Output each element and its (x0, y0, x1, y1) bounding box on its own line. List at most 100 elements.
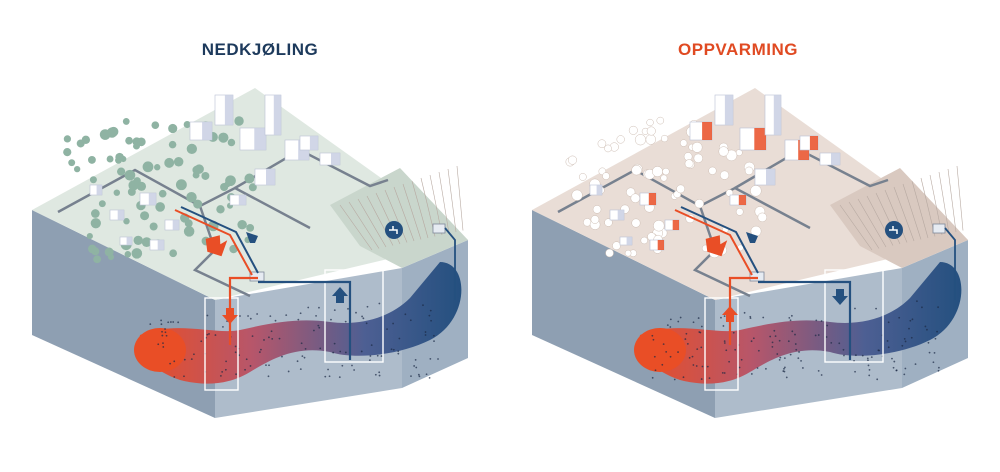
building-shade (238, 195, 246, 205)
well-arrow-hot (222, 308, 238, 324)
sediment-dot (673, 378, 676, 381)
sediment-dot (353, 369, 356, 371)
sediment-dot (820, 374, 823, 376)
sediment-dot (843, 354, 845, 357)
sediment-dot (782, 370, 785, 372)
sediment-dot (398, 337, 401, 340)
tree (646, 126, 656, 136)
tree (125, 136, 133, 145)
building-shade (724, 95, 733, 125)
building-shade (273, 95, 281, 135)
sediment-dot (263, 339, 265, 341)
sediment-dot (691, 355, 694, 358)
sediment-dot (887, 321, 890, 324)
sediment-dot (779, 356, 782, 359)
tree (604, 144, 612, 153)
hot-storage-zone (634, 328, 686, 372)
building-shade (648, 193, 656, 205)
sediment-dot (682, 376, 685, 379)
sediment-dot (750, 373, 753, 375)
sediment-dot (750, 340, 753, 343)
sediment-dot (344, 351, 347, 354)
hot-storage-zone (134, 328, 186, 372)
sediment-dot (738, 366, 741, 369)
sediment-dot (285, 314, 288, 316)
tree (123, 218, 130, 225)
tree (115, 152, 124, 162)
sediment-dot (662, 343, 665, 346)
sediment-dot (157, 343, 160, 346)
tree (645, 134, 656, 145)
sediment-dot (390, 348, 393, 351)
tree (628, 125, 638, 135)
surface-arrow-cold (246, 232, 258, 243)
sediment-dot (692, 364, 695, 366)
sediment-dot (260, 348, 262, 351)
sediment-dot (351, 364, 353, 367)
water-pipe (944, 227, 956, 300)
tree (578, 173, 587, 181)
field-area (830, 168, 968, 268)
sediment-dot (378, 371, 381, 374)
sediment-dot (245, 358, 248, 361)
sediment-dot (773, 329, 776, 332)
cooling-diagram (32, 88, 468, 418)
sediment-dot (249, 317, 252, 320)
sediment-dot (360, 350, 363, 353)
sediment-dot (661, 363, 664, 366)
tree (237, 219, 247, 230)
sediment-dot (825, 336, 828, 338)
sediment-dot (892, 366, 895, 369)
sediment-dot (868, 374, 871, 377)
tree (133, 142, 140, 150)
sediment-dot (249, 365, 252, 367)
tree (158, 189, 167, 198)
sediment-dot (795, 348, 798, 351)
tree (630, 193, 641, 203)
sediment-dot (169, 321, 172, 323)
aquifer-layer (639, 262, 962, 384)
sediment-dot (669, 318, 672, 321)
tree (567, 155, 577, 165)
sediment-dot (251, 335, 254, 338)
building-shade (672, 220, 679, 230)
sediment-dot (911, 318, 914, 321)
sediment-dot (903, 373, 906, 376)
tree (652, 166, 663, 177)
sediment-dot (895, 369, 898, 372)
sediment-dot (270, 330, 273, 333)
sediment-dot (247, 315, 249, 317)
sediment-dot (783, 367, 785, 370)
sediment-dot (921, 306, 923, 309)
sediment-dot (887, 346, 890, 349)
sediment-dot (332, 351, 335, 354)
sediment-dot (700, 346, 703, 349)
sediment-dot (820, 320, 823, 322)
tree (193, 199, 203, 209)
sediment-dot (361, 315, 363, 318)
sediment-dot (706, 365, 709, 368)
sediment-dot (374, 373, 377, 376)
sediment-dot (173, 376, 176, 378)
tree (124, 169, 136, 181)
sediment-dot (369, 355, 372, 357)
tree (676, 184, 686, 194)
sediment-dot (328, 375, 331, 378)
tree (246, 223, 255, 232)
tree (592, 205, 602, 214)
sediment-dot (928, 351, 931, 354)
sediment-dot (791, 330, 794, 333)
sediment-dot (886, 340, 889, 342)
tree (590, 215, 600, 224)
sediment-dot (324, 375, 327, 378)
building-shade (157, 240, 164, 250)
sediment-dot (355, 311, 357, 314)
building-shade (254, 128, 266, 150)
well-arrow-hot (722, 306, 738, 322)
building-shade (331, 153, 340, 165)
surface-pipe-cold (680, 206, 759, 274)
tree (154, 164, 161, 171)
tree (73, 165, 81, 173)
building-shade (172, 220, 179, 230)
sediment-dot (868, 369, 871, 371)
